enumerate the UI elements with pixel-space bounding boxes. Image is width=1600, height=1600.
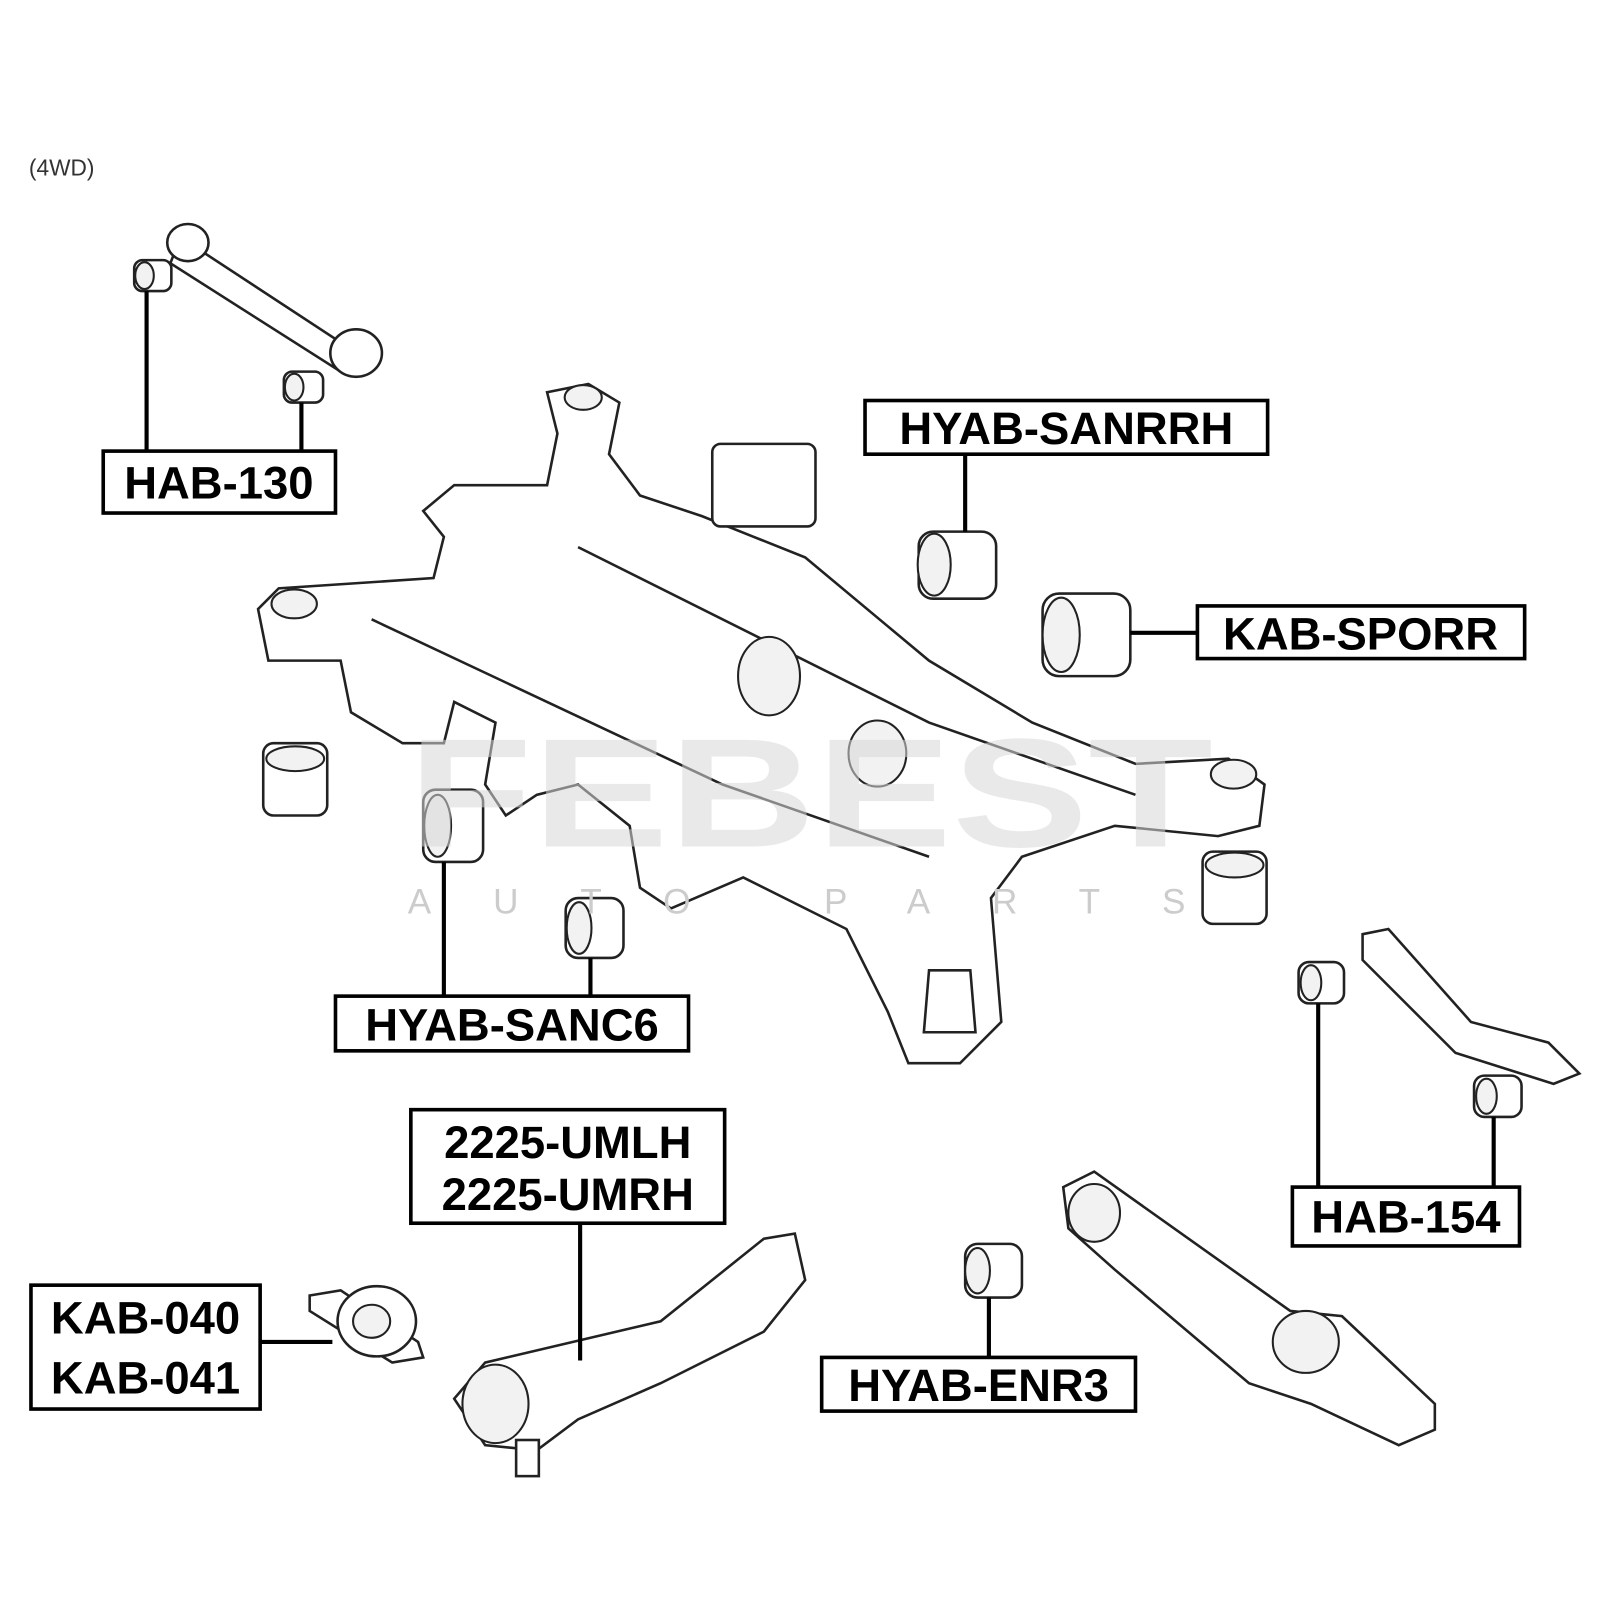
label-hyab-sanc6: HYAB-SANC6 [333,994,691,1053]
label-kab-sporr: KAB-SPORR [1195,604,1527,661]
svg-text:HYAB-SANC6: HYAB-SANC6 [365,1000,659,1051]
svg-text:HYAB-ENR3: HYAB-ENR3 [848,1360,1109,1411]
bushing-right [1201,850,1268,926]
watermark: FEBEST AUTO PARTS [408,706,1248,922]
upper-arm-hab154 [1297,927,1582,1119]
label-kab-040-041: KAB-040 KAB-041 [29,1283,262,1411]
label-hab-154: HAB-154 [1290,1185,1522,1248]
svg-text:KAB-040: KAB-040 [51,1293,240,1344]
trailing-arm-2225 [452,1232,807,1478]
leader-lines [144,291,1496,1361]
bushing-kab-sporr [1041,592,1132,678]
label-hyab-sanrrh: HYAB-SANRRH [863,398,1270,456]
watermark-brand: FEBEST [408,706,1213,879]
svg-text:HYAB-SANRRH: HYAB-SANRRH [899,403,1233,454]
bushing-hyab-sanc6-a [421,788,485,864]
bushing-hyab-enr3 [963,1242,1024,1299]
svg-text:2225-UMRH: 2225-UMRH [442,1169,694,1220]
svg-text:HAB-130: HAB-130 [124,458,313,509]
svg-text:HAB-154: HAB-154 [1311,1192,1501,1243]
rear-subframe [256,382,1266,1065]
lower-control-arm [1061,1170,1437,1447]
upper-arm-hab130 [132,222,384,404]
bushing-kab-040 [308,1284,425,1364]
variant-note: (4WD) [29,154,95,180]
svg-text:KAB-SPORR: KAB-SPORR [1223,608,1498,659]
label-2225-um: 2225-UMLH 2225-UMRH [409,1107,727,1226]
bushing-hyab-sanrrh [916,530,998,600]
svg-text:KAB-041: KAB-041 [51,1353,240,1404]
label-hab-130: HAB-130 [101,449,338,515]
bushing-hyab-sanc6-b [564,896,625,960]
bushing-left [261,741,329,817]
label-hyab-enr3: HYAB-ENR3 [819,1355,1138,1413]
svg-text:2225-UMLH: 2225-UMLH [444,1117,691,1168]
watermark-tagline: AUTO PARTS [408,883,1248,922]
